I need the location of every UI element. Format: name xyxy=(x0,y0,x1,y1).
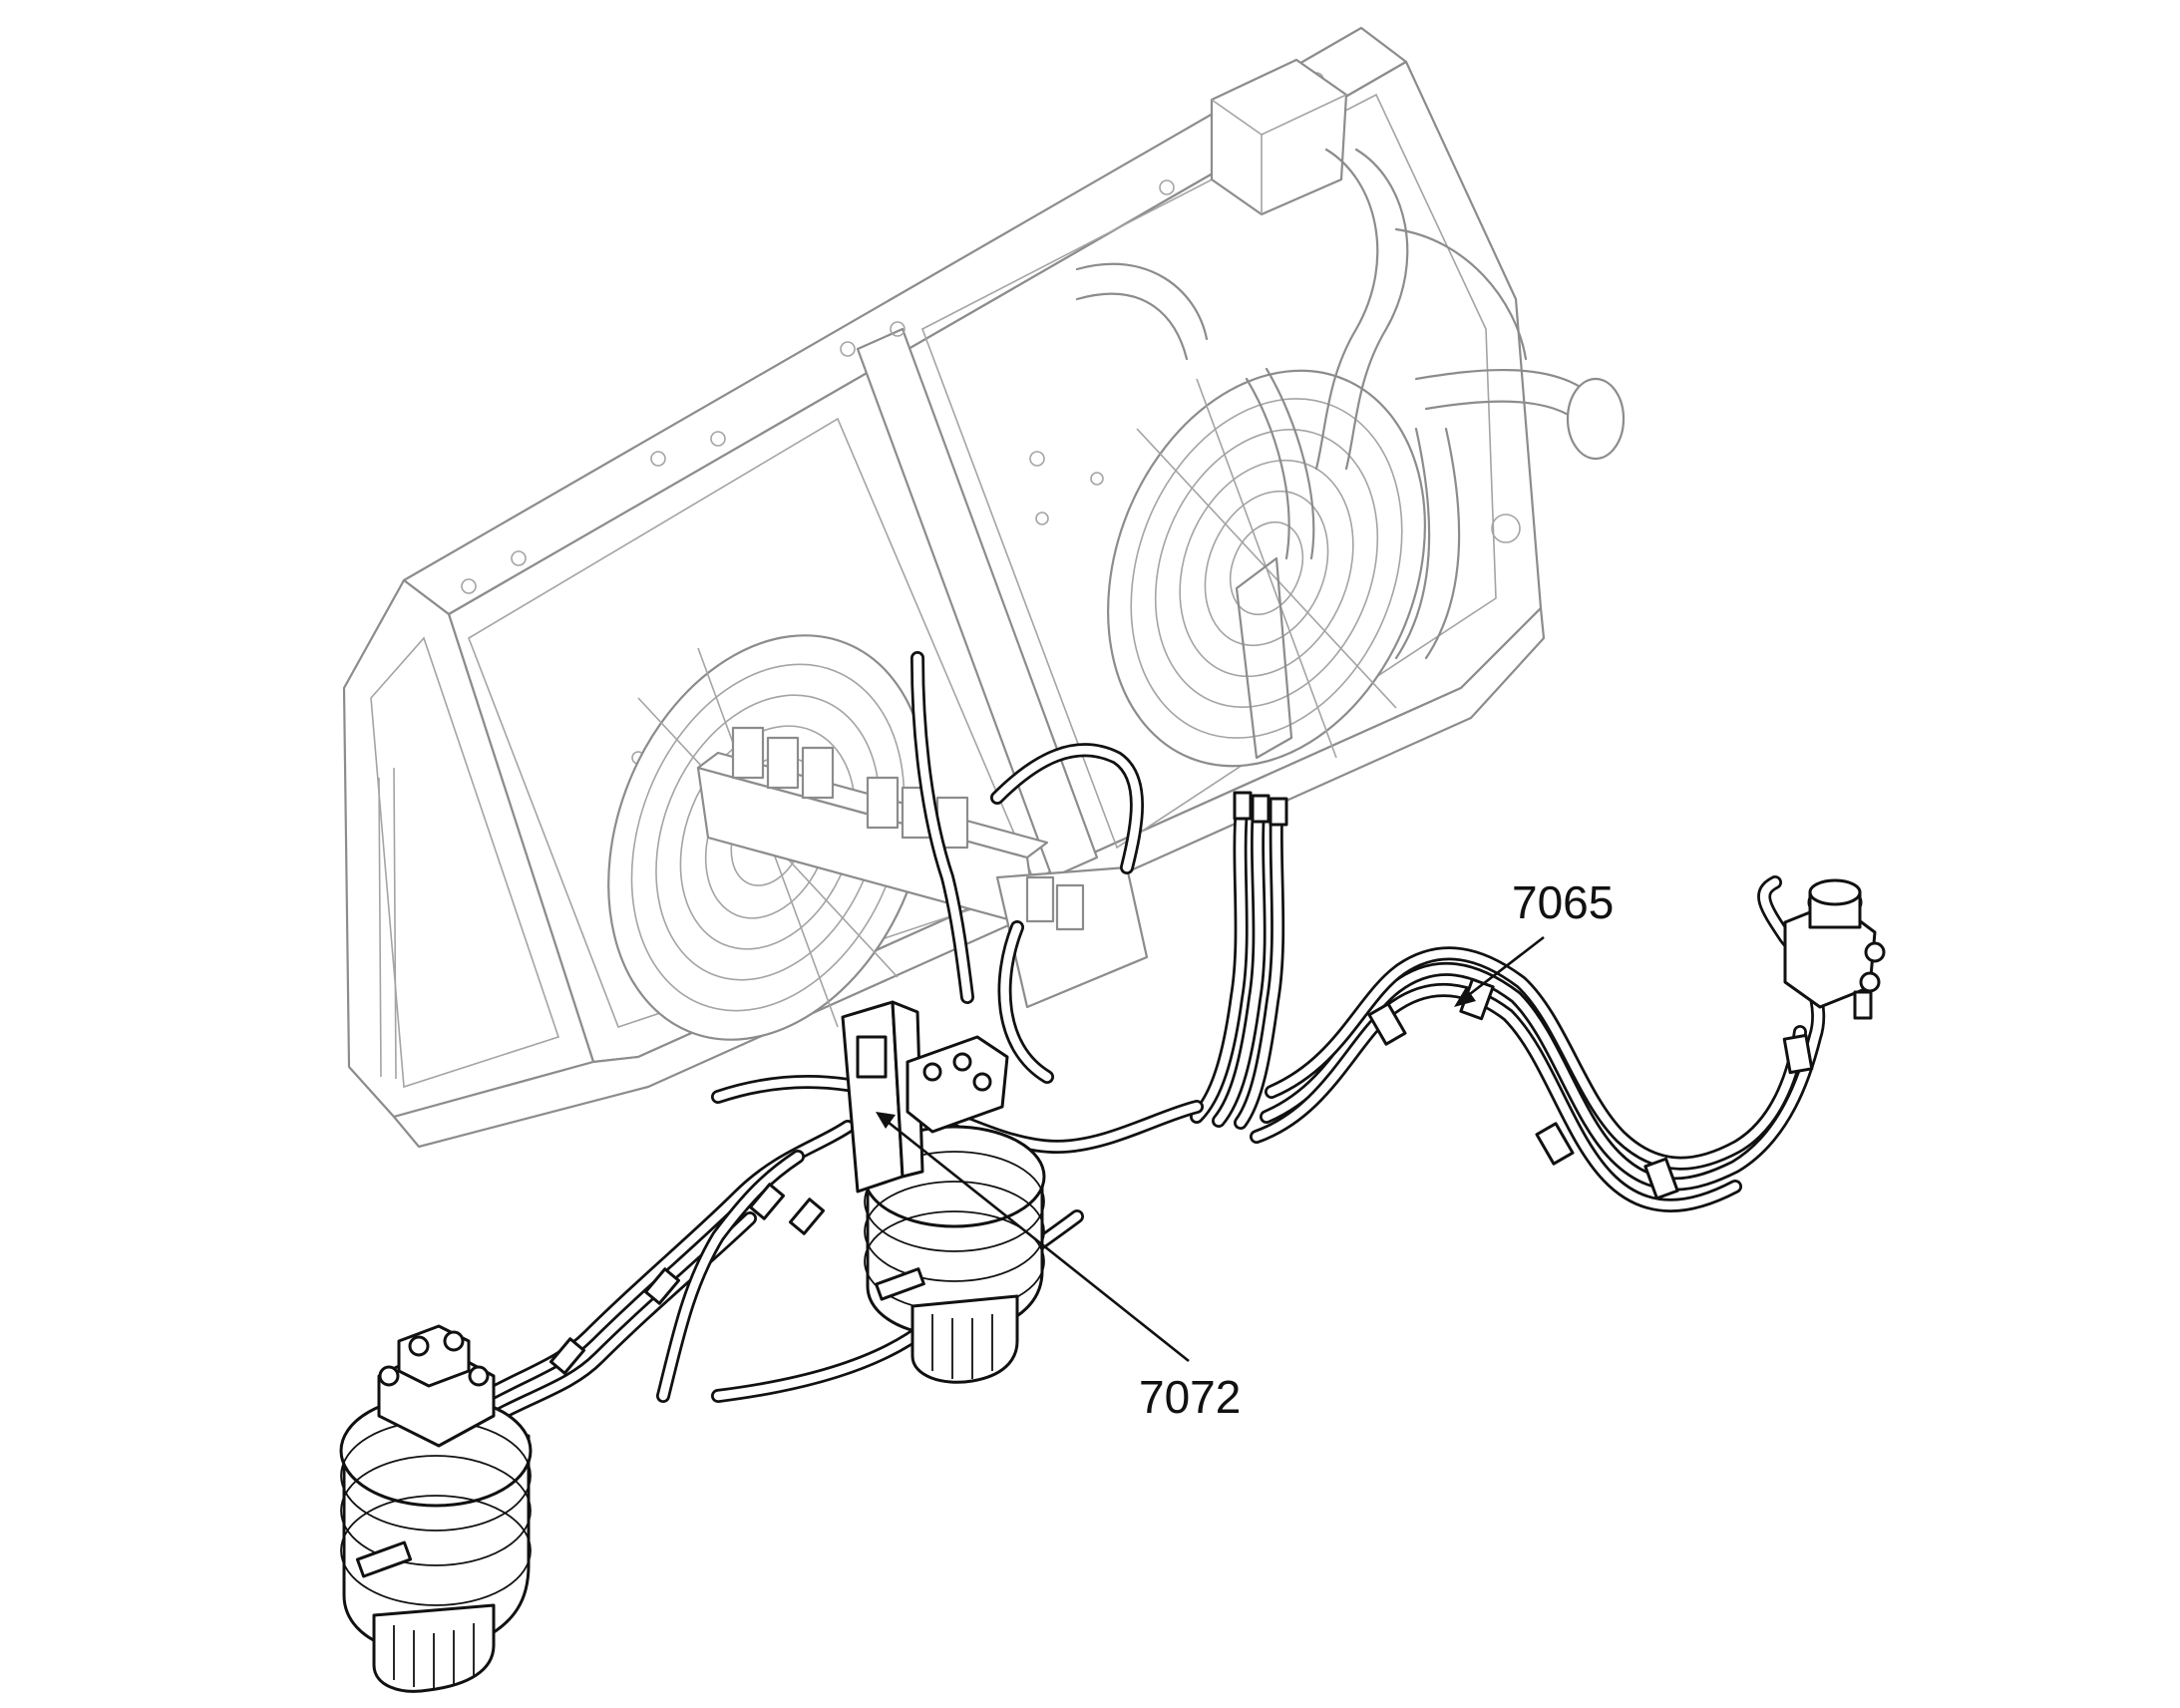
callout-label-7065: 7065 xyxy=(1512,876,1615,928)
leader-7065-arrowhead xyxy=(1454,987,1476,1007)
centre-travel-gearbox xyxy=(841,1000,1046,1384)
callout-label-7072: 7072 xyxy=(1139,1371,1242,1423)
right-brake-valve xyxy=(1783,878,1886,1020)
cooler-frame-ghosted xyxy=(342,26,1546,1149)
leader-7072 xyxy=(887,1120,1190,1363)
left-travel-gearbox xyxy=(339,1324,533,1693)
hose-bundle-vertical xyxy=(1190,791,1288,1130)
hose-bundle-right xyxy=(1250,875,1826,1212)
leader-7072-arrowhead xyxy=(876,1112,896,1129)
leader-7065 xyxy=(1465,935,1545,999)
callout-leaders xyxy=(876,935,1545,1363)
upper-pipework-ghosted xyxy=(1075,58,1626,760)
